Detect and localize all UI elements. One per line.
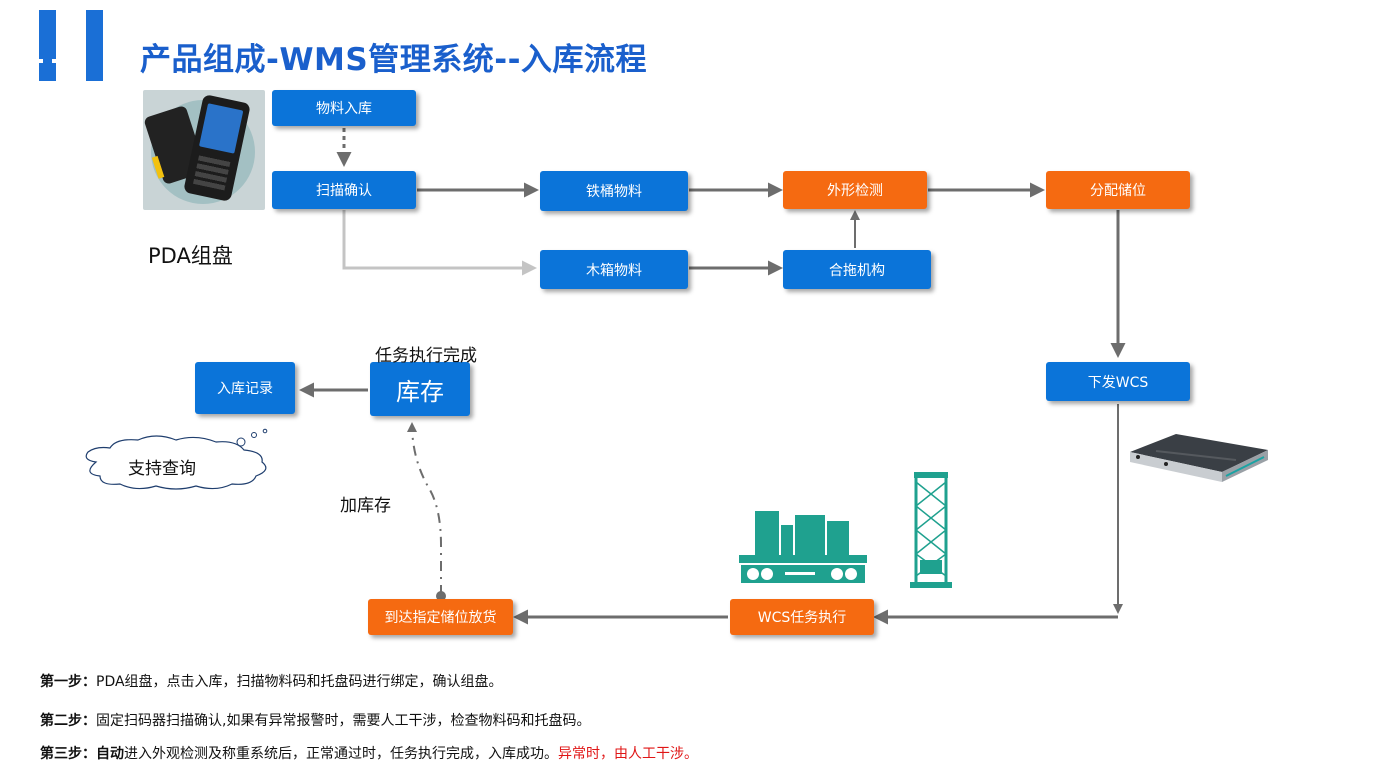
pda-device-icon [143,90,265,210]
node-pallet-mechanism[interactable]: 合拖机构 [783,250,931,289]
node-inbound-record[interactable]: 入库记录 [195,362,295,414]
step-2: 第二步：固定扫码器扫描确认,如果有异常报警时，需要人工干涉，检查物料码和托盘码。 [40,710,590,730]
agv-robot-icon [1130,434,1268,482]
node-iron-bucket[interactable]: 铁桶物料 [540,171,688,211]
node-arrive-place[interactable]: 到达指定储位放货 [368,599,513,635]
step-2-prefix: 第二步： [40,713,96,729]
node-inventory[interactable]: 库存 [370,362,470,416]
step-3-bold: 自动 [96,746,124,762]
node-wcs-execute[interactable]: WCS任务执行 [730,599,874,635]
step-1-text: PDA组盘，点击入库，扫描物料码和托盘码进行绑定，确认组盘。 [96,674,503,690]
node-scan-confirm[interactable]: 扫描确认 [272,171,416,209]
header-dot [52,59,56,63]
pda-label: PDA组盘 [148,244,233,268]
step-3-prefix: 第三步： [40,746,96,762]
node-shape-check[interactable]: 外形检测 [783,171,927,209]
cloud-icon [85,428,268,490]
step-1: 第一步：PDA组盘，点击入库，扫描物料码和托盘码进行绑定，确认组盘。 [40,671,503,691]
step-1-prefix: 第一步： [40,674,96,690]
step-3-text: 进入外观检测及称重系统后，正常通过时，任务执行完成，入库成功。 [124,746,558,762]
header-decoration-right [86,10,103,81]
step-2-text: 固定扫码器扫描确认,如果有异常报警时，需要人工干涉，检查物料码和托盘码。 [96,713,591,729]
step-3: 第三步：自动进入外观检测及称重系统后，正常通过时，任务执行完成，入库成功。异常时… [40,743,698,763]
support-query-label: 支持查询 [128,459,196,479]
node-material-inbound[interactable]: 物料入库 [272,90,416,126]
node-issue-wcs[interactable]: 下发WCS [1046,362,1190,401]
header-dot [39,59,43,63]
transfer-cart-icon [739,511,867,583]
node-assign-location[interactable]: 分配储位 [1046,171,1190,209]
header-decoration-left [39,10,56,81]
page-title: 产品组成-WMS管理系统--入库流程 [140,42,647,78]
add-stock-label: 加库存 [340,496,391,516]
stacker-crane-icon [910,472,952,588]
step-3-alert: 异常时，由人工干涉。 [558,746,698,762]
task-done-label: 任务执行完成 [375,346,477,366]
node-wood-box[interactable]: 木箱物料 [540,250,688,289]
